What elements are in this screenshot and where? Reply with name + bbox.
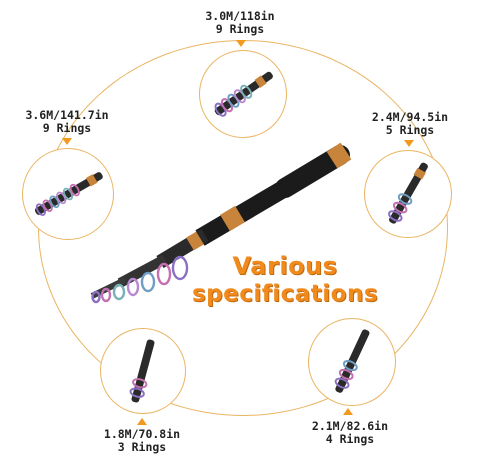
spec-length-bottom-right: 2.1M/82.6in [311,419,389,433]
spec-rings-bottom-right: 4 Rings [325,432,375,446]
rod-tip-right-illustration [388,162,428,224]
rod-tip-left-illustration [34,172,103,216]
spec-label-bottom-left: 1.8M/70.8in 3 Rings [92,428,192,454]
spec-length-top: 3.0M/118in [205,9,275,23]
rod-handle [275,142,352,198]
spec-label-top: 3.0M/118in 9 Rings [190,10,290,36]
spec-length-right: 2.4M/94.5in [371,110,449,124]
spec-image-top [199,50,287,138]
spec-length-bottom-left: 1.8M/70.8in [103,427,181,441]
rod-tip-bottom-right-illustration [334,329,370,393]
spec-label-left: 3.6M/141.7in 9 Rings [12,109,122,135]
spec-arrow-top [236,40,246,47]
spec-image-bottom-right [308,318,396,406]
spec-arrow-bottom-right [343,408,353,415]
spec-label-right: 2.4M/94.5in 5 Rings [360,111,460,137]
spec-rings-left: 9 Rings [42,121,92,135]
rod-tip-bottom-left-illustration [129,339,155,403]
spec-arrow-left [62,138,72,145]
spec-rings-bottom-left: 3 Rings [117,440,167,454]
headline-line2: specifications [191,281,379,307]
spec-rings-right: 5 Rings [385,123,435,137]
rod-guide-rings [91,255,189,304]
spec-image-right [364,150,452,238]
headline: Various specifications [190,252,380,308]
spec-image-bottom-left [100,328,186,414]
spec-arrow-bottom-left [137,418,147,425]
spec-image-left [22,148,114,240]
spec-rings-top: 9 Rings [215,22,265,36]
spec-arrow-right [404,140,414,147]
spec-length-left: 3.6M/141.7in [25,108,109,122]
spec-label-bottom-right: 2.1M/82.6in 4 Rings [300,420,400,446]
rod-tip-top-illustration [214,71,273,117]
headline-line1: Various [232,252,338,280]
